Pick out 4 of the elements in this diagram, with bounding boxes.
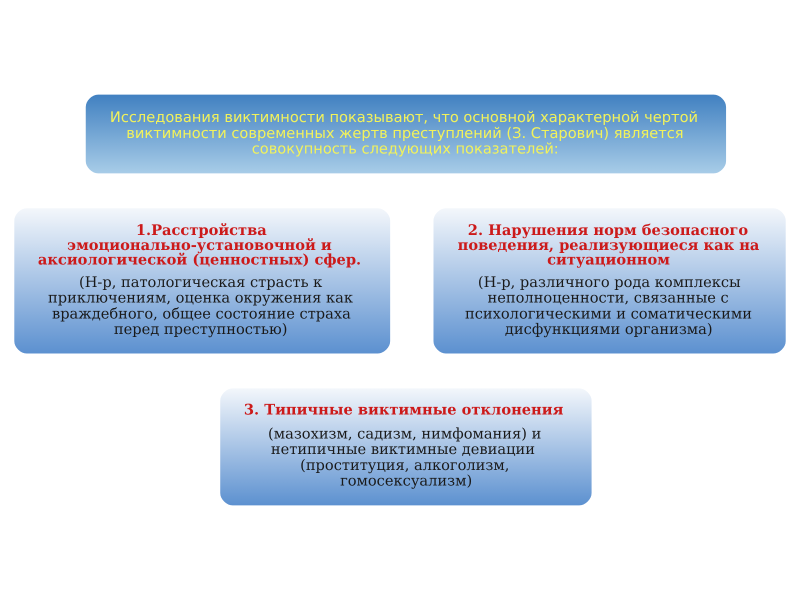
node-box: 2. Нарушения норм безопасного поведения, реализующиеся как на ситуационном (Н-р, различного рода комплексы неполноценности, связанные с психологическими и соматическими дисфункциями организма) [431,206,788,356]
node-box: Исследования виктимности показывают, что основной характерной чертой виктимности современных жертв преступлений (З. Старович) является совокупность следующих показателей: [84,92,728,176]
node-box: 1.Расстройства эмоционально-установочной и аксиологической (ценностных) сфер. (Н-р, патологическая страсть к приключениям, оценка окружения как враждебного, общее состояние страха перед преступностью) [12,206,392,356]
node-box: 3. Типичные виктимные отклонения (мазохизм, садизм, нимфомания) и нетипичные виктимные девиации (проституция, алкоголизм, гомосексуализм) [218,386,594,508]
